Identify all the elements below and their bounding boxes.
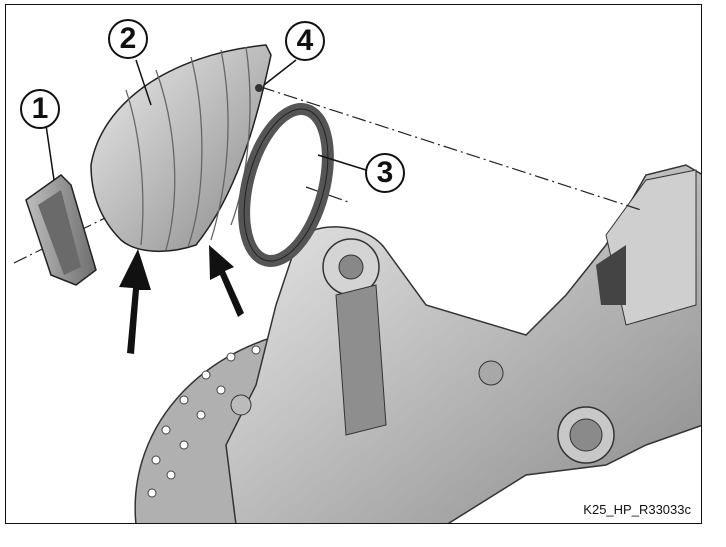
- callout-4: 4: [285, 21, 325, 61]
- callout-1: 1: [20, 89, 60, 129]
- arrow-indicators: [119, 245, 244, 354]
- figure-caption: K25_HP_R33033c: [583, 502, 691, 517]
- callout-2: 2: [108, 19, 148, 59]
- part-1-clip: [25, 174, 97, 286]
- arrow-up-left-icon: [209, 245, 244, 317]
- callout-number: 3: [376, 156, 394, 189]
- final-drive-housing: [225, 164, 701, 523]
- part-2-bellows: [90, 44, 272, 253]
- callout-number: 1: [31, 92, 49, 125]
- part-4-screw: [255, 84, 263, 92]
- callout-number: 2: [119, 22, 137, 55]
- arrow-up-icon: [119, 249, 151, 354]
- callout-3: 3: [365, 153, 405, 193]
- leader-lines: [45, 59, 367, 181]
- callout-number: 4: [296, 24, 314, 57]
- part-3-clamp-ring: [238, 103, 334, 267]
- figure-frame: 1 2 3 4 K25_HP_R33033c: [5, 4, 702, 524]
- illustration: [13, 44, 701, 523]
